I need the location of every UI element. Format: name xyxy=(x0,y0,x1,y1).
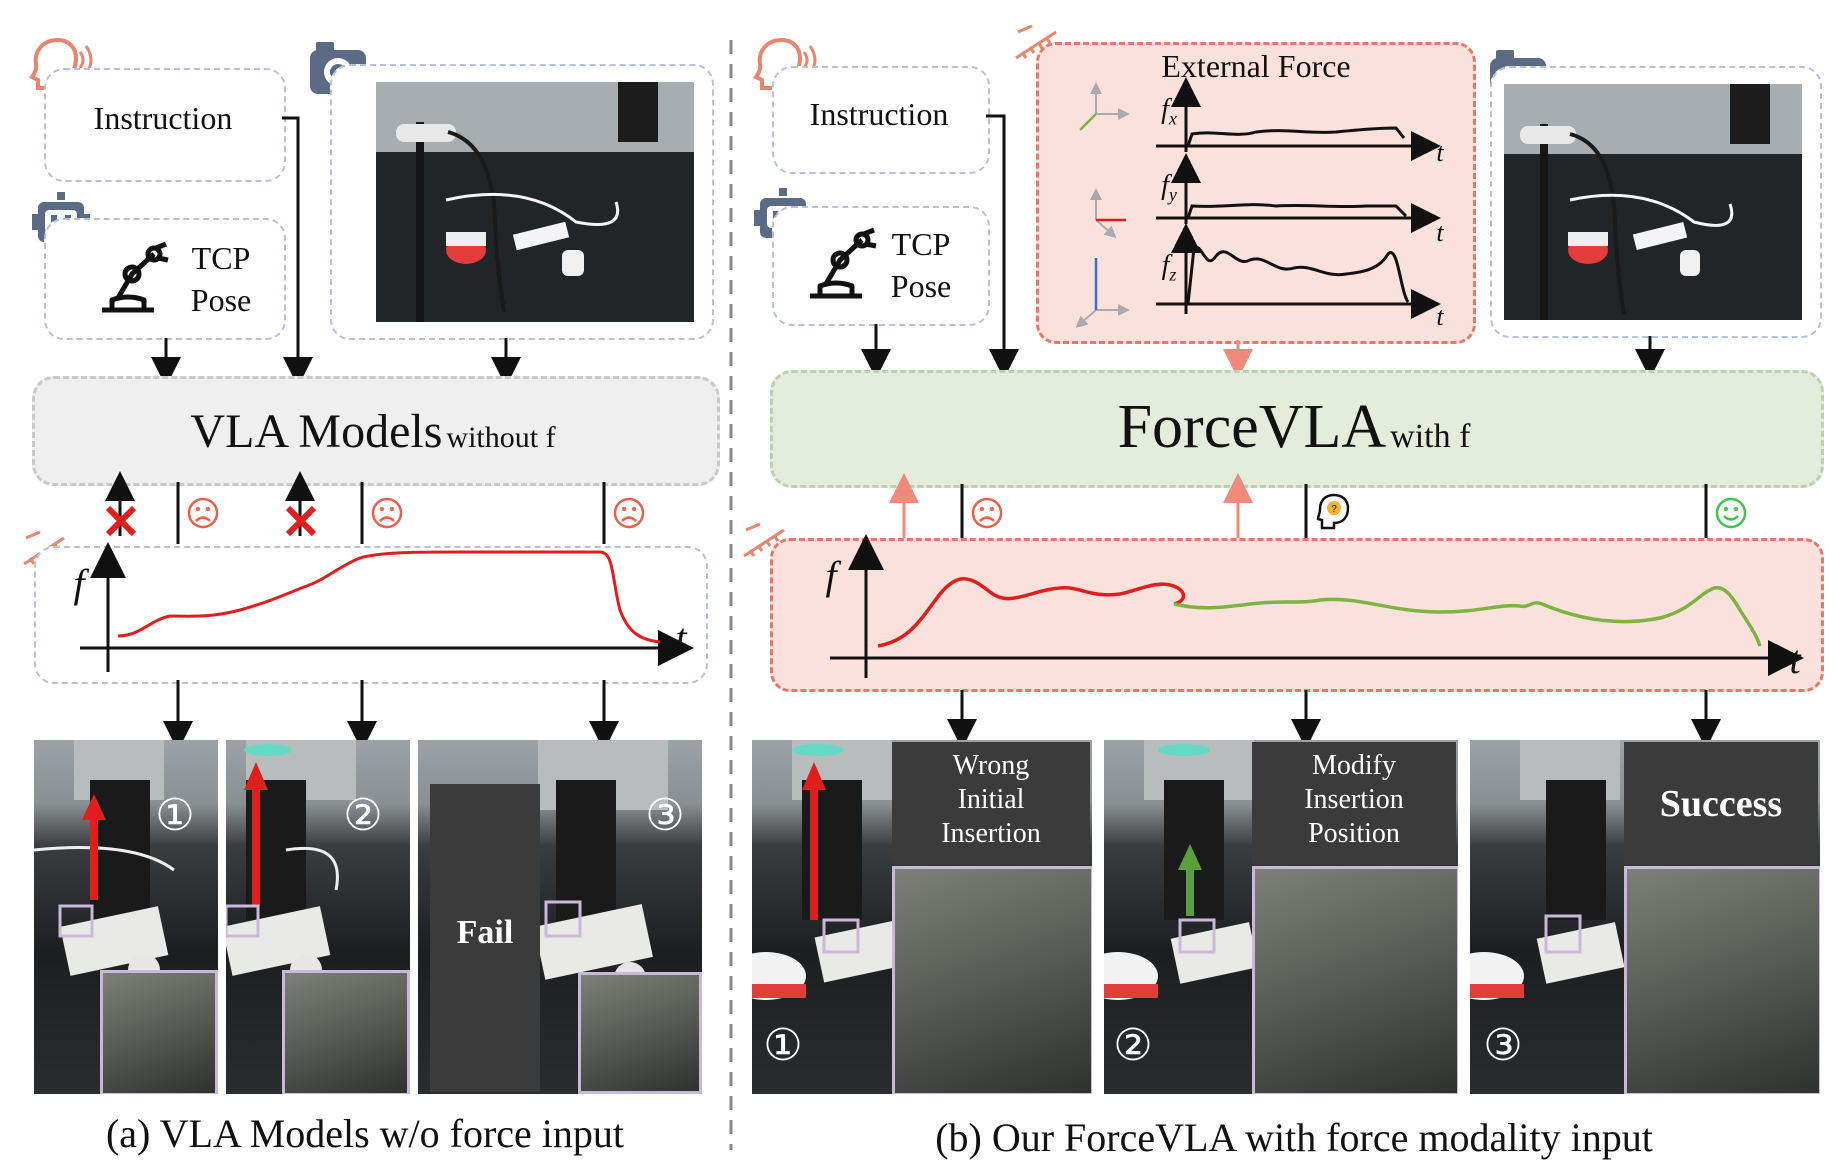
left-output-arrows xyxy=(163,680,619,751)
force-sensor-icon xyxy=(743,522,785,558)
smile-face-icon xyxy=(1715,497,1747,529)
forcevla-model-main: ForceVLA xyxy=(1117,393,1387,461)
cross-mark-icon xyxy=(285,505,317,537)
left-input-arrows xyxy=(151,116,521,387)
left-axis-f: f xyxy=(73,561,85,606)
fail-label: Fail xyxy=(456,914,514,951)
fz-t-label: t xyxy=(1436,302,1444,331)
sad-face-icon xyxy=(613,497,645,529)
forcevla-model-box xyxy=(770,370,1824,488)
pose-label: Pose xyxy=(890,268,952,304)
left-axis-t: t xyxy=(675,615,687,660)
success-label-box xyxy=(1624,742,1818,864)
right-caption: (b) Our ForceVLA with force modality inp… xyxy=(935,1115,1653,1160)
left-frame-3 xyxy=(418,740,702,1094)
tcp-label: TCP xyxy=(191,240,251,276)
right-input-arrows xyxy=(861,114,1665,379)
svg-text:?: ? xyxy=(1331,504,1337,515)
right-force-curve-green xyxy=(1173,586,1762,647)
right-axis-f: f xyxy=(825,553,837,598)
external-force-plots xyxy=(1075,77,1441,328)
left-caption: (a) VLA Models w/o force input xyxy=(105,1111,625,1156)
fail-label-box xyxy=(430,784,540,1092)
modify-position-label-box xyxy=(1252,742,1456,864)
sad-face-icon xyxy=(187,497,219,529)
forcevla-model-title: ForceVLA with f xyxy=(770,392,1818,463)
fz-axis-sub: z xyxy=(1169,264,1177,285)
fy-curve xyxy=(1186,203,1408,219)
right-step-3: ③ xyxy=(1483,1021,1523,1070)
left-step-3: ③ xyxy=(645,791,685,840)
modify-label-line3: Position xyxy=(1308,818,1400,849)
vla-model-box xyxy=(32,376,720,486)
vla-model-main: VLA Models xyxy=(190,405,443,458)
scene-photo xyxy=(1504,84,1802,320)
wrong-label-line1: Wrong xyxy=(952,750,1030,781)
right-step-1: ① xyxy=(763,1021,803,1070)
force-sensor-icon xyxy=(1015,24,1057,60)
instruction-label: Instruction xyxy=(809,96,949,132)
left-force-curve xyxy=(117,550,661,644)
wrong-label-line3: Insertion xyxy=(941,818,1041,849)
fz-axis-label: fz xyxy=(1161,250,1177,285)
fx-t-label: t xyxy=(1436,138,1444,167)
fy-t-label: t xyxy=(1436,218,1444,247)
sad-face-icon xyxy=(971,497,1003,529)
pose-label: Pose xyxy=(190,282,252,318)
fx-axis-label: fx xyxy=(1161,94,1177,129)
forcevla-model-sub: with f xyxy=(1390,418,1471,455)
wrong-label-line2: Initial xyxy=(957,784,1025,815)
left-frame-1 xyxy=(34,740,218,1094)
tcp-pose-box xyxy=(772,206,990,326)
right-feedback-markers xyxy=(889,473,1708,540)
robot-arm-icon xyxy=(810,227,877,299)
fz-curve xyxy=(1186,245,1410,305)
vla-model-title: VLA Models without f xyxy=(32,404,714,459)
right-output-arrows xyxy=(947,690,1721,749)
right-force-curve-red xyxy=(877,577,1186,648)
modify-label-line2: Insertion xyxy=(1304,784,1404,815)
fx-axis-sub: x xyxy=(1168,108,1177,129)
modify-label-line1: Modify xyxy=(1312,750,1396,781)
fy-axis-label: fy xyxy=(1161,170,1177,205)
sad-face-icon xyxy=(371,497,403,529)
tcp-label: TCP xyxy=(891,226,951,262)
left-force-plot xyxy=(80,542,694,672)
robot-arm-icon xyxy=(102,241,169,313)
scene-photo xyxy=(376,82,694,322)
left-step-2: ② xyxy=(343,791,383,840)
right-step-2: ② xyxy=(1113,1021,1153,1070)
right-force-plot xyxy=(830,534,1804,678)
left-frame-2 xyxy=(226,740,410,1094)
left-feedback-markers xyxy=(105,471,606,544)
vla-model-sub: without f xyxy=(446,421,556,454)
instruction-label: Instruction xyxy=(93,100,233,136)
left-step-1: ① xyxy=(155,791,195,840)
right-axis-t: t xyxy=(1789,637,1801,682)
instruction-box xyxy=(772,66,990,174)
thinking-face-icon: ? xyxy=(1316,493,1350,530)
right-force-plot-box xyxy=(770,538,1824,692)
fy-axis-sub: y xyxy=(1168,184,1177,205)
external-force-box xyxy=(1036,42,1476,344)
success-label: Success xyxy=(1659,783,1783,825)
left-force-plot-box xyxy=(34,546,708,684)
cross-mark-icon xyxy=(105,505,137,537)
fx-curve xyxy=(1186,126,1406,147)
wrong-insertion-label-box xyxy=(892,742,1090,864)
instruction-box xyxy=(44,68,286,182)
